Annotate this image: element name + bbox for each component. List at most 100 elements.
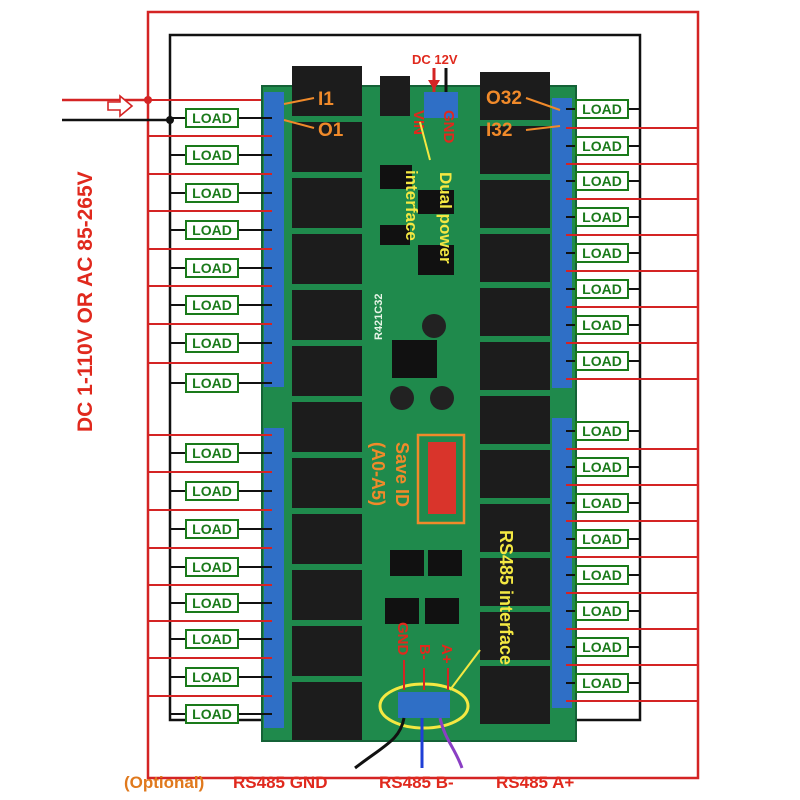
load-box-frame [575, 243, 629, 263]
power-terminal [424, 92, 458, 118]
load-label: LOAD [582, 209, 622, 225]
load-label: LOAD [192, 631, 232, 647]
load-box-frame [185, 220, 239, 240]
rs485-a-label: RS485 A+ [496, 773, 574, 792]
ic-chips [380, 165, 462, 624]
load-label: LOAD [192, 669, 232, 685]
rs485-interface-label: RS485 interface [496, 530, 516, 665]
load-box-left-8: LOAD [185, 373, 239, 393]
optional-label: (Optional) [124, 773, 204, 792]
load-box-right-15: LOAD [575, 637, 629, 657]
load-box-frame [575, 457, 629, 477]
vin-label: VIN [410, 110, 427, 135]
load-box-frame [185, 183, 239, 203]
load-label: LOAD [192, 297, 232, 313]
rs485-pin-b-label: B- [416, 644, 433, 660]
load-label: LOAD [192, 185, 232, 201]
board-code-label: R421C32 [373, 294, 385, 340]
load-box-frame [185, 481, 239, 501]
load-box-left-7: LOAD [185, 333, 239, 353]
load-box-right-14: LOAD [575, 601, 629, 621]
load-box-right-5: LOAD [575, 243, 629, 263]
load-label: LOAD [582, 138, 622, 154]
load-box-left-13: LOAD [185, 593, 239, 613]
load-box-frame [185, 704, 239, 724]
address-range-label: (A0-A5) [368, 442, 388, 506]
load-box-right-13: LOAD [575, 565, 629, 585]
load-box-frame [575, 601, 629, 621]
dual-power-label: Dual power [436, 172, 455, 264]
load-label: LOAD [582, 639, 622, 655]
load-label: LOAD [582, 531, 622, 547]
rs485-terminal [398, 692, 450, 718]
rs485-pointer [449, 649, 481, 691]
load-box-right-8: LOAD [575, 351, 629, 371]
channel-o1-label: O1 [318, 120, 344, 141]
load-box-right-7: LOAD [575, 315, 629, 335]
load-box-right-9: LOAD [575, 421, 629, 441]
load-box-left-10: LOAD [185, 481, 239, 501]
load-box-right-10: LOAD [575, 457, 629, 477]
gnd-power-label: GND [440, 110, 457, 144]
load-box-frame [185, 443, 239, 463]
load-box-left-9: LOAD [185, 443, 239, 463]
load-box-left-1: LOAD [185, 108, 239, 128]
load-box-left-4: LOAD [185, 220, 239, 240]
load-box-left-5: LOAD [185, 258, 239, 278]
load-box-frame [575, 493, 629, 513]
load-label: LOAD [582, 353, 622, 369]
channel-i32-label: I32 [486, 120, 512, 141]
load-box-right-1: LOAD [575, 99, 629, 119]
load-label: LOAD [192, 559, 232, 575]
interface-label: interface [402, 170, 421, 241]
load-label: LOAD [192, 483, 232, 499]
load-box-frame [575, 171, 629, 191]
load-label: LOAD [192, 521, 232, 537]
channel-i1-label: I1 [318, 89, 334, 110]
input-arrow-icon [107, 94, 134, 118]
load-box-right-16: LOAD [575, 673, 629, 693]
load-box-left-3: LOAD [185, 183, 239, 203]
load-label: LOAD [582, 317, 622, 333]
red-supply-loop [146, 10, 700, 780]
load-box-right-11: LOAD [575, 493, 629, 513]
load-box-frame [185, 145, 239, 165]
load-box-frame [575, 315, 629, 335]
load-box-frame [575, 565, 629, 585]
capacitors [390, 314, 454, 410]
load-box-frame [185, 108, 239, 128]
main-supply-label: DC 1-110V OR AC 85-265V [74, 171, 97, 432]
save-id-label: Save ID [392, 442, 412, 507]
load-label: LOAD [582, 495, 622, 511]
rs485-pin-a-label: A+ [438, 644, 455, 664]
dc12v-input: DC 12V VIN GND [410, 52, 458, 144]
load-label: LOAD [192, 222, 232, 238]
load-box-left-6: LOAD [185, 295, 239, 315]
load-label: LOAD [192, 260, 232, 276]
load-box-frame [185, 667, 239, 687]
load-box-frame [185, 373, 239, 393]
load-box-frame [575, 421, 629, 441]
load-label: LOAD [582, 603, 622, 619]
load-box-frame [575, 673, 629, 693]
load-box-left-16: LOAD [185, 704, 239, 724]
load-box-right-3: LOAD [575, 171, 629, 191]
load-box-frame [185, 519, 239, 539]
left-load-boxes: LOAD LOAD LOAD LOAD LOAD LOAD LOAD LOAD LOAD LOAD… [185, 108, 239, 724]
right-terminal-strips [552, 98, 572, 708]
left-terminal-strips [264, 92, 284, 728]
dip-switch [428, 442, 456, 514]
load-box-right-12: LOAD [575, 529, 629, 549]
load-label: LOAD [192, 335, 232, 351]
load-box-right-2: LOAD [575, 136, 629, 156]
dc12v-label: DC 12V [412, 52, 458, 67]
load-label: LOAD [582, 281, 622, 297]
load-box-frame [575, 99, 629, 119]
load-label: LOAD [582, 173, 622, 189]
load-box-frame [185, 258, 239, 278]
load-box-frame [185, 557, 239, 577]
load-box-frame [575, 529, 629, 549]
load-label: LOAD [582, 423, 622, 439]
